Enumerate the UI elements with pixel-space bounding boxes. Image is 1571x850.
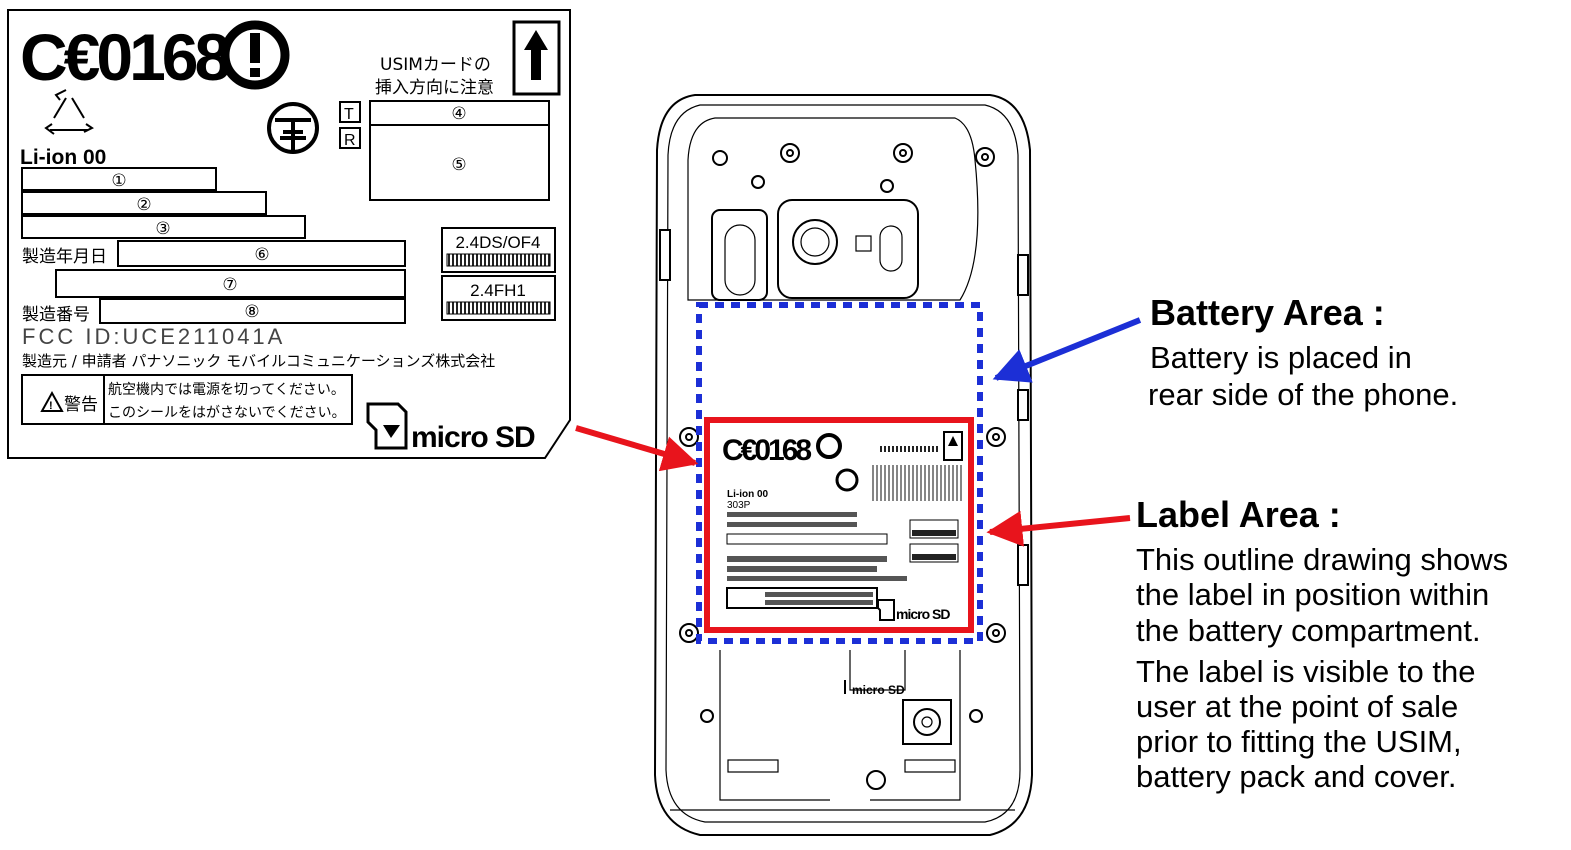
field-5: ⑤	[451, 155, 466, 174]
field-box-8	[99, 298, 406, 324]
mini-model: 303P	[727, 500, 751, 511]
label-area-title: Label Area :	[1136, 494, 1341, 535]
warning-box	[21, 374, 353, 425]
field-8: ⑧	[244, 302, 259, 321]
slot-microsd-text: micro SD	[852, 683, 905, 697]
telec-mark-icon	[267, 101, 361, 154]
field-box-5	[369, 124, 550, 201]
battery-area-title: Battery Area :	[1150, 292, 1385, 333]
usim-note-line1: USIMカードの	[380, 55, 491, 75]
label-line-3: the battery compartment.	[1136, 613, 1481, 648]
field-6: ⑥	[254, 245, 269, 264]
side-keys	[659, 229, 1029, 586]
jack-icon	[902, 699, 952, 745]
screw-icons	[679, 143, 1006, 790]
serial-label: 製造番号	[22, 305, 90, 325]
latch-right	[904, 759, 956, 773]
latch-left	[727, 759, 779, 773]
field-7: ⑦	[222, 275, 237, 294]
mini-telec-icon	[835, 468, 859, 492]
svg-text:!: !	[49, 400, 53, 412]
warning-line-2: このシールをはがさないでください。	[108, 405, 346, 421]
mini-label: C€0168 Li-ion 00 303P micro SD	[722, 431, 963, 622]
field-1: ①	[111, 171, 126, 190]
label-line-7: battery pack and cover.	[1136, 759, 1457, 794]
wifi-code-2: 2.4FH1	[470, 281, 526, 300]
phone-outline: micro SD C€0168 Li-ion 00 303P	[653, 94, 1034, 836]
ce-mark: C€0168	[20, 20, 229, 94]
field-box-7	[55, 269, 406, 298]
warning-triangle-icon: !	[40, 390, 64, 412]
battery-line-1: Battery is placed in	[1150, 340, 1412, 375]
label-line-1: This outline drawing shows	[1136, 542, 1508, 577]
microsd-logo-icon	[366, 402, 408, 450]
battery-area-arrow	[992, 317, 1142, 383]
label-line-2: the label in position within	[1136, 577, 1489, 612]
battery-type: Li-ion 00	[20, 146, 106, 169]
arrow-up-icon	[512, 20, 561, 96]
battery-area-outline	[696, 302, 983, 644]
recycle-icon	[44, 89, 94, 135]
battery-annotation: Battery Area : Battery is placed in rear…	[1148, 292, 1458, 412]
warning-word: 警告	[64, 395, 98, 415]
label-line-6: prior to fitting the USIM,	[1136, 724, 1462, 759]
field-box-3	[21, 215, 306, 239]
label-area-arrow	[986, 510, 1131, 547]
label-annotation: Label Area : This outline drawing shows …	[1136, 494, 1508, 794]
mini-ce-mark: C€0168	[722, 434, 811, 467]
enlarged-label: C€0168 USIMカードの 挿入方向に注意 Li-ion 00 T R	[7, 9, 571, 459]
usim-note-line2: 挿入方向に注意	[375, 78, 494, 98]
label-zoom-arrow	[575, 425, 699, 472]
telec-r-letter: R	[344, 132, 356, 149]
field-box-1	[21, 167, 217, 191]
wifi-code-1: 2.4DS/OF4	[455, 233, 540, 252]
battery-line-2: rear side of the phone.	[1148, 377, 1458, 412]
field-box-2	[21, 191, 267, 215]
wifi-code-box-1: 2.4DS/OF4	[441, 227, 556, 273]
camera-icon	[711, 199, 919, 301]
label-line-4: The label is visible to the	[1136, 654, 1475, 689]
label-line-5: user at the point of sale	[1136, 689, 1458, 724]
mini-microsd: micro SD	[896, 606, 950, 622]
field-3: ③	[155, 219, 170, 238]
wifi-code-box-2: 2.4FH1	[441, 275, 556, 321]
field-box-6	[117, 240, 406, 267]
telec-t-letter: T	[344, 106, 354, 123]
fcc-id: FCC ID:UCE211041A	[22, 324, 285, 349]
manufacture-date-label: 製造年月日	[22, 247, 107, 267]
field-4: ④	[451, 104, 466, 123]
microsd-text: micro SD	[411, 421, 535, 454]
mini-battery-type: Li-ion 00	[727, 489, 769, 500]
mini-alert-icon	[816, 433, 842, 459]
warning-line-1: 航空機内では電源を切ってください。	[108, 382, 345, 398]
maker-line: 製造元 / 申請者 パナソニック モバイルコミュニケーションズ株式会社	[22, 352, 495, 370]
field-2: ②	[136, 195, 151, 214]
alert-circle-icon	[220, 20, 290, 90]
